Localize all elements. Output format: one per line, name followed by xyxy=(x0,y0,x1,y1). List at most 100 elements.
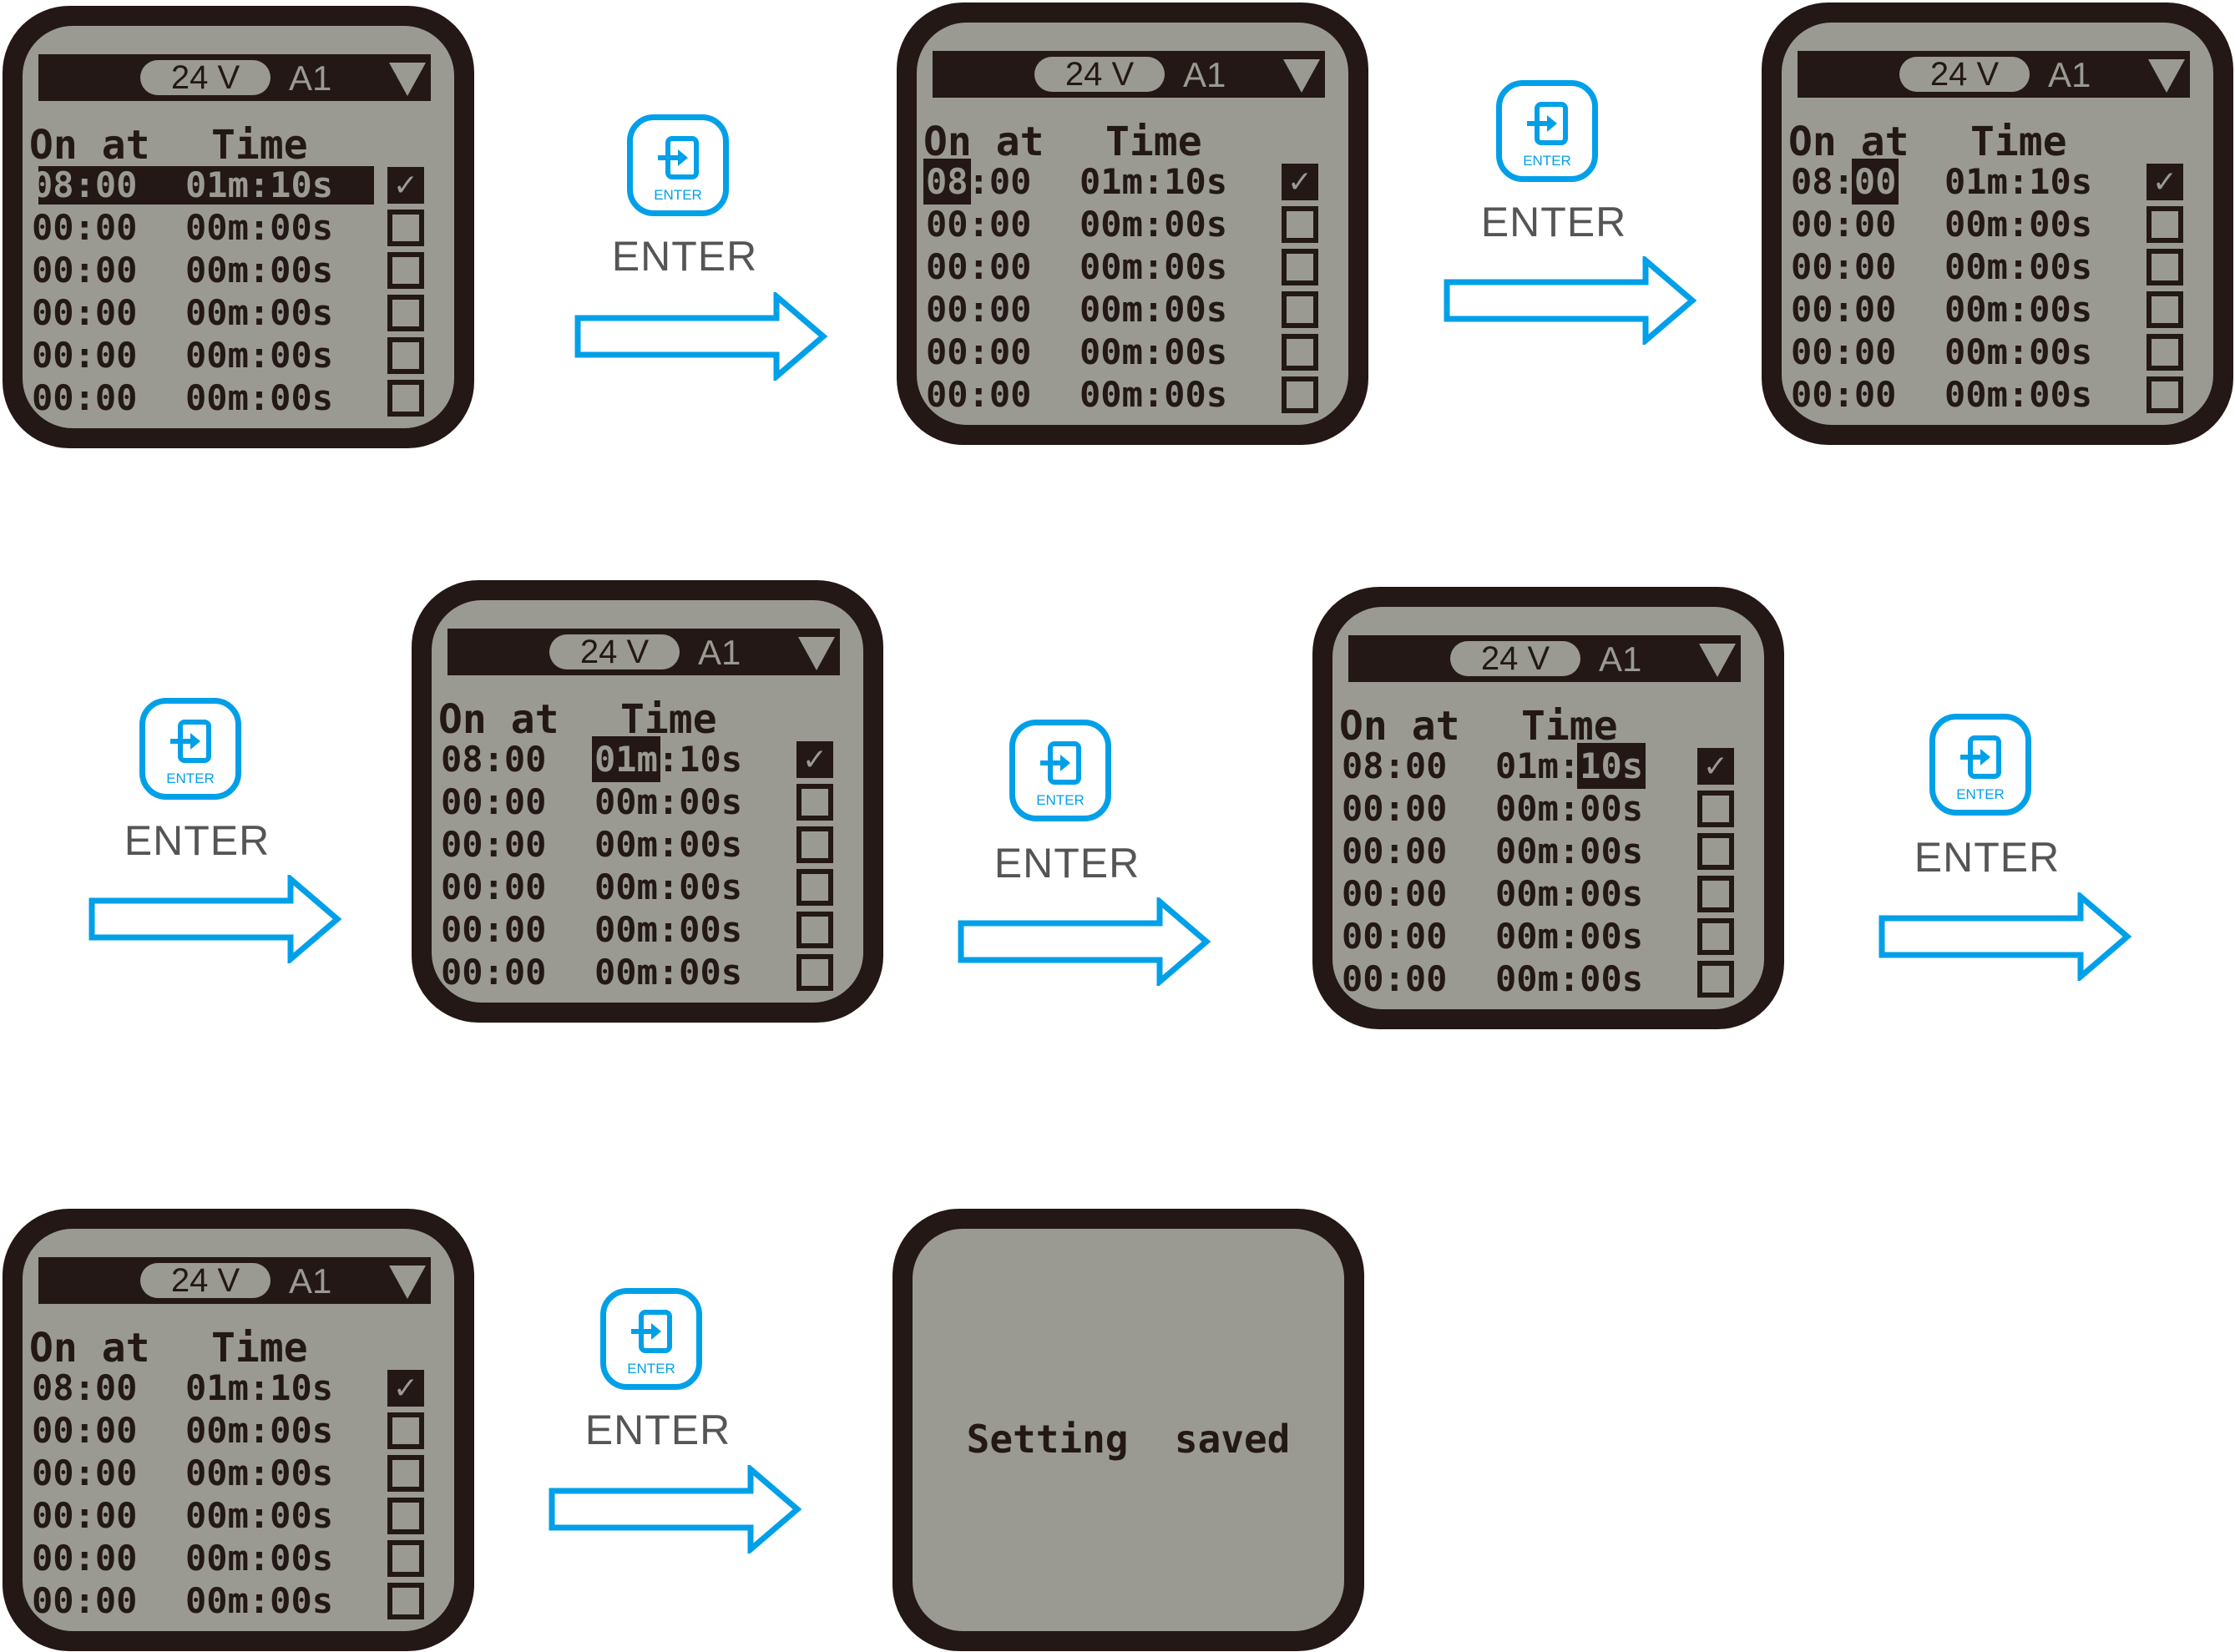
value-segment: : xyxy=(2007,161,2030,202)
enable-checkbox[interactable] xyxy=(1282,249,1318,285)
value-segment: 00 xyxy=(989,204,1032,245)
value-segment: : xyxy=(1558,831,1580,871)
enable-checkbox[interactable] xyxy=(796,784,833,821)
enter-door-icon xyxy=(1040,741,1081,785)
value-segment: 00 xyxy=(94,1538,138,1579)
enable-checkbox[interactable] xyxy=(387,1540,424,1577)
value-segment: 00 xyxy=(989,161,1032,202)
duration-value: 00m:00s xyxy=(1944,290,2092,329)
voltage-badge: 24 V xyxy=(140,60,271,95)
schedule-row[interactable]: 00:00 00m:00s xyxy=(32,1412,431,1450)
voltage-badge: 24 V xyxy=(1034,57,1165,92)
enable-checkbox[interactable] xyxy=(387,210,424,246)
enable-checkbox[interactable]: ✓ xyxy=(796,741,833,778)
enable-checkbox[interactable] xyxy=(387,252,424,289)
value-segment: 00m xyxy=(1944,289,2008,330)
enable-checkbox[interactable]: ✓ xyxy=(1282,164,1318,200)
on-at-value: 08:00 xyxy=(32,166,137,205)
enable-checkbox[interactable] xyxy=(387,1455,424,1492)
enable-checkbox[interactable] xyxy=(796,912,833,948)
enable-checkbox[interactable] xyxy=(387,337,424,374)
enable-checkbox[interactable]: ✓ xyxy=(2147,164,2183,200)
on-at-value: 00:00 xyxy=(32,1497,137,1535)
enable-checkbox[interactable] xyxy=(2147,249,2183,285)
enable-checkbox[interactable] xyxy=(1697,791,1734,827)
dropdown-triangle-icon xyxy=(389,63,426,96)
enable-checkbox[interactable] xyxy=(1697,918,1734,955)
enable-checkbox[interactable]: ✓ xyxy=(387,1370,424,1407)
enable-checkbox[interactable]: ✓ xyxy=(387,167,424,204)
enable-checkbox[interactable] xyxy=(387,1498,424,1534)
enable-checkbox[interactable] xyxy=(1697,876,1734,912)
enable-checkbox[interactable] xyxy=(2147,206,2183,243)
enable-checkbox[interactable] xyxy=(2147,376,2183,413)
enable-checkbox[interactable] xyxy=(387,1583,424,1619)
enable-checkbox[interactable] xyxy=(1697,833,1734,870)
enable-checkbox[interactable] xyxy=(387,295,424,331)
value-segment: 00 xyxy=(1791,374,1833,415)
on-at-value: 00:00 xyxy=(32,1412,137,1450)
enable-checkbox[interactable] xyxy=(1282,291,1318,328)
enable-checkbox[interactable]: ✓ xyxy=(1697,748,1734,785)
value-segment: 00s xyxy=(270,1495,334,1536)
value-segment: 00 xyxy=(503,866,547,907)
value-segment: 00s xyxy=(270,1410,334,1451)
enable-checkbox[interactable] xyxy=(2147,291,2183,328)
value-segment: 00s xyxy=(2029,374,2093,415)
value-segment: 00s xyxy=(270,1538,334,1579)
enable-checkbox[interactable] xyxy=(387,380,424,417)
value-segment: 00s xyxy=(1580,916,1644,957)
enable-checkbox[interactable] xyxy=(1282,334,1318,371)
duration-value: 00m:00s xyxy=(1080,333,1227,371)
value-segment: 00m xyxy=(1944,331,2008,372)
enable-checkbox[interactable] xyxy=(2147,334,2183,371)
enable-checkbox[interactable] xyxy=(1697,961,1734,998)
enable-checkbox[interactable] xyxy=(796,869,833,906)
enable-checkbox[interactable] xyxy=(387,1412,424,1449)
enable-checkbox[interactable] xyxy=(1282,206,1318,243)
value-segment: 00m xyxy=(1944,204,2008,245)
enable-checkbox[interactable] xyxy=(796,826,833,863)
value-segment: : xyxy=(968,246,989,287)
enable-checkbox[interactable] xyxy=(796,954,833,991)
duration-value: 00m:00s xyxy=(185,1412,333,1450)
enable-checkbox[interactable] xyxy=(1282,376,1318,413)
